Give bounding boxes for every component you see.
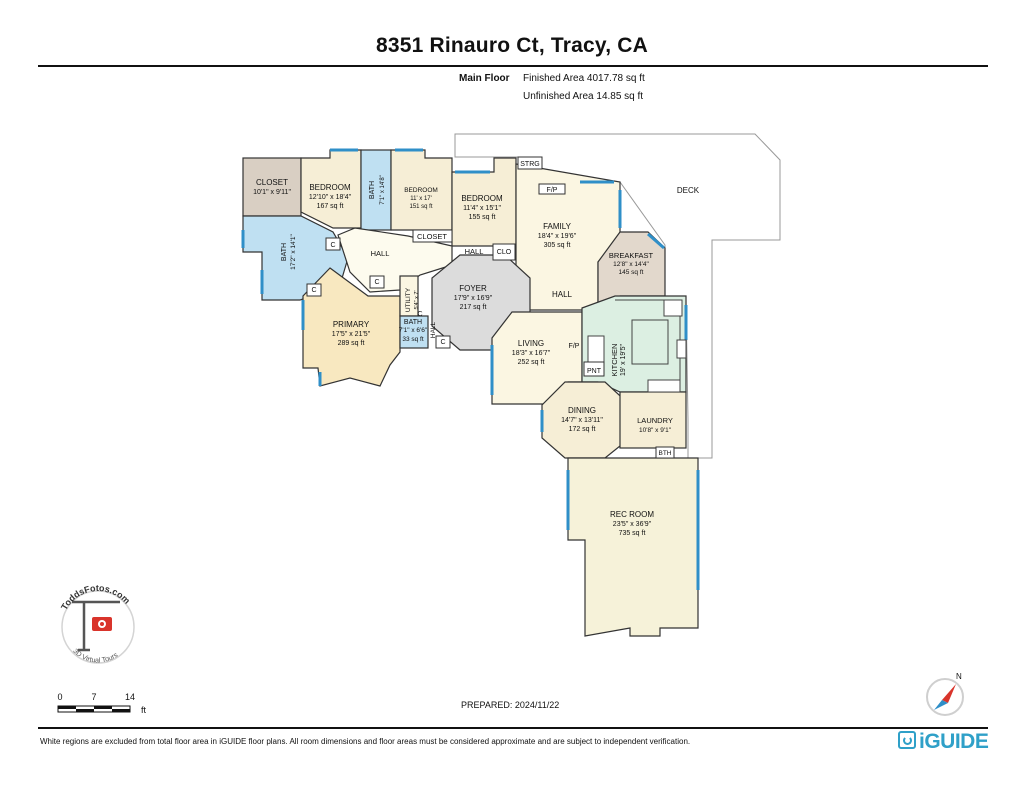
- bedroom-2-name: BEDROOM: [404, 187, 438, 194]
- room-closet-master: [242, 157, 302, 217]
- hall-family-label: HALL: [552, 290, 573, 299]
- bath-small-area: 33 sq ft: [402, 336, 424, 343]
- kitchen-name: KITCHEN: [610, 344, 619, 377]
- bath-small-name: BATH: [404, 319, 422, 326]
- finished-area: Finished Area 4017.78 sq ft: [523, 73, 645, 84]
- family-dims: 18'4" x 19'6": [538, 233, 577, 240]
- footer-disclaimer: White regions are excluded from total fl…: [40, 737, 691, 746]
- bedroom-2-dims: 11' x 17': [410, 196, 432, 202]
- iguide-logo-icon: [898, 731, 916, 749]
- utility-dims: 5'4" x 7': [414, 290, 420, 309]
- bedroom-3-dims: 11'4" x 15'1": [463, 205, 501, 212]
- prepared-date: PREPARED: 2024/11/22: [461, 700, 560, 710]
- bth-label: BTH: [659, 450, 672, 457]
- closet-master-name: CLOSET: [256, 178, 288, 187]
- laundry-name: LAUNDRY: [637, 416, 673, 425]
- deck-label: DECK: [677, 186, 700, 195]
- rec-room-name: REC ROOM: [610, 510, 654, 519]
- hall-left-label: HALL: [371, 249, 390, 258]
- page-title: 8351 Rinauro Ct, Tracy, CA: [375, 34, 649, 57]
- header-divider: [38, 65, 988, 67]
- bedroom-2-area: 151 sq ft: [409, 204, 432, 210]
- closet-master-dims: 10'1" x 9'11": [253, 189, 291, 196]
- dining-name: DINING: [568, 406, 596, 415]
- unfinished-area: Unfinished Area 14.85 sq ft: [523, 91, 644, 102]
- kitchen-dims: 19' x 19'5": [620, 343, 627, 376]
- clo-label: CLO: [497, 249, 512, 256]
- breakfast-name: BREAKFAST: [609, 251, 654, 260]
- scale-tick-0: 0: [57, 692, 62, 702]
- family-area: 305 sq ft: [544, 242, 571, 249]
- bedroom-3-name: BEDROOM: [461, 194, 503, 203]
- floor-name: Main Floor: [459, 73, 510, 84]
- fp-living-label: F/P: [569, 343, 580, 350]
- hall-small-label: HALL: [430, 321, 437, 338]
- room-hall-left: [337, 227, 453, 293]
- bedroom-1-dims: 12'10" x 18'4": [309, 194, 352, 201]
- bath-hall-name: BATH: [369, 181, 376, 199]
- laundry-dims: 10'8" x 9'1": [639, 427, 672, 434]
- bedroom-1-area: 167 sq ft: [317, 203, 344, 210]
- room-rec-room: [567, 457, 699, 637]
- family-name: FAMILY: [543, 222, 572, 231]
- footer-divider: [38, 727, 988, 729]
- primary-dims: 17'5" x 21'5": [332, 331, 371, 338]
- bath-hall-dims: 7'1" x 14'8": [380, 175, 386, 205]
- room-laundry: [619, 391, 687, 449]
- rec-room-area: 735 sq ft: [619, 530, 646, 537]
- compass-icon: N: [926, 672, 964, 716]
- room-bath-small: [399, 315, 429, 349]
- scale-bar: 0 7 14 ft: [57, 692, 146, 715]
- room-primary: [302, 267, 401, 387]
- c3-label: C: [374, 279, 379, 286]
- primary-name: PRIMARY: [333, 320, 370, 329]
- scale-tick-7: 7: [91, 692, 96, 702]
- dining-dims: 14'7" x 13'11": [561, 417, 603, 424]
- c5-label: C: [417, 311, 422, 318]
- primary-area: 289 sq ft: [338, 340, 365, 347]
- pnt-label: PNT: [587, 368, 602, 375]
- breakfast-dims: 12'8" x 14'4": [613, 261, 649, 268]
- kitchen-fixtures: [587, 299, 687, 393]
- foyer-area: 217 sq ft: [460, 304, 487, 311]
- breakfast-area: 145 sq ft: [619, 269, 644, 276]
- logo-bottom-text: 3D Virtual Tours: [71, 648, 119, 665]
- foyer-dims: 17'9" x 16'9": [454, 295, 493, 302]
- bath-primary-dims: 17'2" x 14'1": [290, 233, 297, 269]
- foyer-name: FOYER: [459, 284, 487, 293]
- room-bath-hall: [360, 149, 392, 231]
- rec-room-dims: 23'5" x 36'9": [613, 521, 652, 528]
- room-fills: [242, 149, 699, 637]
- iguide-brand-text: iGUIDE: [919, 730, 989, 753]
- c2-label: C: [311, 287, 316, 294]
- iguide-brand: iGUIDE: [898, 730, 989, 754]
- c4-label: C: [440, 339, 445, 346]
- bath-primary-name: BATH: [281, 243, 288, 261]
- todds-fotos-logo: ToddsFotos.com 3D Virtual Tours: [59, 583, 135, 665]
- strg-label: STRG: [520, 161, 539, 168]
- bath-small-dims: 7'1" x 6'6": [399, 327, 428, 334]
- closet-hall-label: CLOSET: [417, 232, 447, 241]
- dining-area: 172 sq ft: [569, 426, 596, 433]
- utility-name: UTILITY: [405, 287, 412, 312]
- hall-mid-label: HALL: [465, 247, 484, 256]
- closet-c1-label: C: [330, 242, 335, 249]
- living-area: 252 sq ft: [518, 359, 545, 366]
- living-dims: 18'3" x 16'7": [512, 350, 551, 357]
- small-closets: [306, 156, 675, 459]
- fp-family-label: F/P: [547, 187, 558, 194]
- living-name: LIVING: [518, 339, 544, 348]
- bedroom-3-area: 155 sq ft: [469, 214, 496, 221]
- compass-north: N: [956, 672, 962, 681]
- logo-arc-text: ToddsFotos.com: [59, 583, 132, 612]
- room-bedroom-2: [390, 149, 453, 231]
- scale-unit: ft: [141, 705, 147, 715]
- window-marks: [241, 148, 700, 590]
- bedroom-1-name: BEDROOM: [309, 183, 351, 192]
- scale-tick-14: 14: [125, 692, 135, 702]
